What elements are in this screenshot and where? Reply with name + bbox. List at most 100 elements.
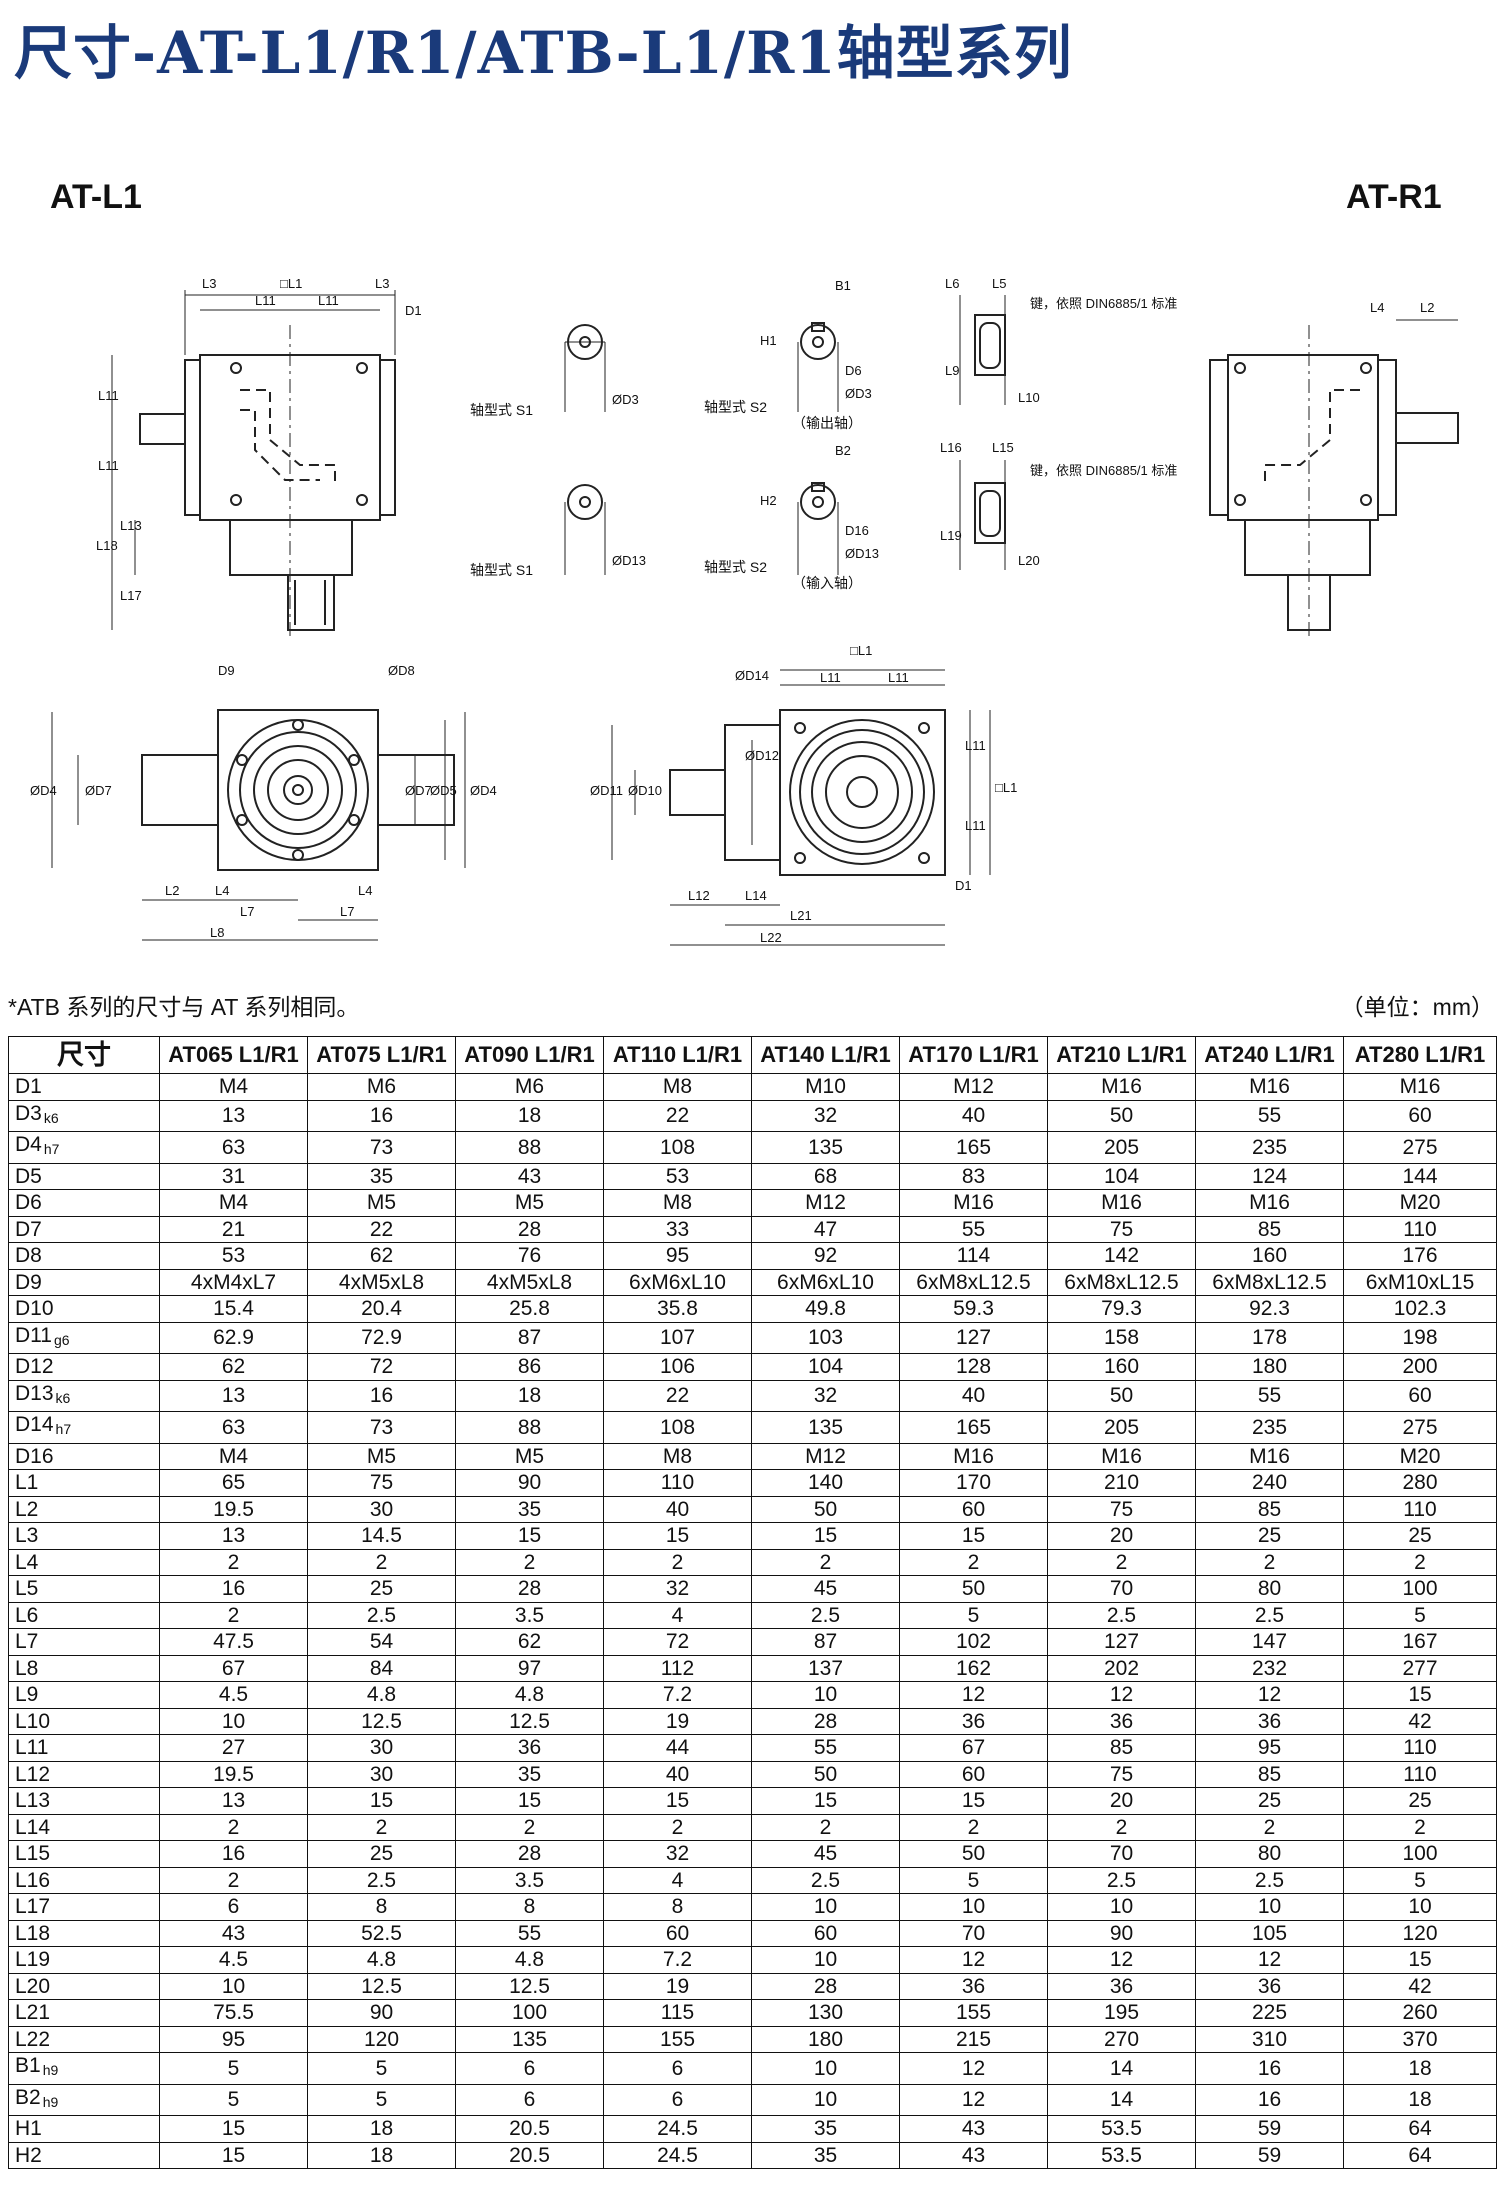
table-cell: 12: [1195, 1681, 1344, 1709]
table-cell: 12: [899, 1681, 1048, 1709]
key-note: 键，依照 DIN6885/1 标准: [1030, 296, 1177, 311]
table-cell: 108: [603, 1131, 752, 1164]
table-cell: 160: [1195, 1242, 1344, 1270]
table-cell: M16: [899, 1189, 1048, 1217]
table-cell: 15: [159, 2141, 308, 2169]
row-label: L20: [8, 1972, 160, 2000]
table-cell: 50: [899, 1840, 1048, 1868]
table-cell: 60: [899, 1760, 1048, 1788]
table-cell: 83: [899, 1162, 1048, 1190]
column-header-model: AT240 L1/R1: [1195, 1036, 1344, 1074]
table-cell: 4xM4xL7: [159, 1268, 308, 1296]
row-label-name: L17: [15, 1895, 51, 1918]
table-cell: 75.5: [159, 1999, 308, 2027]
table-cell: 107: [603, 1321, 752, 1354]
table-cell: 124: [1195, 1162, 1344, 1190]
table-cell: 232: [1195, 1654, 1344, 1682]
row-label-name: L3: [15, 1524, 39, 1547]
row-label-name: D4: [15, 1133, 42, 1156]
table-cell: 24.5: [603, 2115, 752, 2143]
table-cell: 2: [1047, 1813, 1196, 1841]
table-cell: 5: [1343, 1601, 1497, 1629]
table-cell: 100: [1343, 1575, 1497, 1603]
table-cell: 40: [603, 1760, 752, 1788]
row-label: L12: [8, 1760, 160, 1788]
table-cell: 68: [751, 1162, 900, 1190]
table-cell: 13: [159, 1379, 308, 1412]
dim-D10: ØD10: [628, 783, 662, 798]
table-cell: 10: [159, 1707, 308, 1735]
table-cell: 40: [899, 1099, 1048, 1132]
row-label: L22: [8, 2025, 160, 2053]
table-cell: 20.5: [455, 2141, 604, 2169]
table-cell: 310: [1195, 2025, 1344, 2053]
table-cell: 55: [455, 1919, 604, 1947]
table-cell: 53.5: [1047, 2141, 1196, 2169]
table-cell: 75: [1047, 1760, 1196, 1788]
row-label-name: L4: [15, 1550, 39, 1574]
at-r1-label: AT-R1: [1346, 178, 1442, 216]
dim-L16: L16: [940, 440, 962, 455]
shaft-type-s1-output: [564, 324, 606, 412]
table-cell: 6: [603, 2052, 752, 2085]
table-cell: 22: [603, 1379, 752, 1412]
dim-L17: L17: [120, 588, 142, 603]
row-label-name: L18: [15, 1921, 51, 1945]
table-cell: 120: [307, 2025, 456, 2053]
table-cell: 36: [1195, 1707, 1344, 1735]
table-cell: 72: [307, 1353, 456, 1381]
table-cell: 6xM6xL10: [751, 1268, 900, 1296]
table-cell: 25: [1343, 1522, 1497, 1550]
row-label: L8: [8, 1654, 160, 1682]
row-label-name: D11: [15, 1323, 52, 1347]
table-cell: 6: [455, 2083, 604, 2116]
row-label-tolerance: h7: [55, 1421, 72, 1437]
table-cell: 2: [603, 1548, 752, 1576]
table-cell: 12.5: [455, 1972, 604, 2000]
table-cell: M12: [751, 1442, 900, 1470]
dim-L4: L4: [1370, 300, 1384, 315]
table-cell: 16: [307, 1099, 456, 1132]
table-cell: M16: [1047, 1189, 1196, 1217]
table-cell: 12.5: [307, 1707, 456, 1735]
table-cell: 2: [1047, 1548, 1196, 1576]
table-cell: 15: [307, 1787, 456, 1815]
table-cell: 55: [1195, 1099, 1344, 1132]
dim-L6: L6: [945, 276, 959, 291]
table-cell: M8: [603, 1442, 752, 1470]
table-cell: 275: [1343, 1411, 1497, 1444]
page-title: 尺寸-AT-L1/R1/ATB-L1/R1轴型系列: [14, 19, 1073, 87]
table-cell: 62.9: [159, 1321, 308, 1354]
table-cell: 35: [455, 1760, 604, 1788]
table-cell: M16: [1195, 1189, 1344, 1217]
table-cell: 6xM8xL12.5: [899, 1268, 1048, 1296]
dim-D3: ØD3: [612, 392, 639, 407]
table-cell: 2.5: [307, 1866, 456, 1894]
table-cell: 50: [899, 1575, 1048, 1603]
table-cell: 28: [455, 1575, 604, 1603]
table-cell: 59: [1195, 2141, 1344, 2169]
row-label: L13: [8, 1787, 160, 1815]
row-label: D6: [8, 1189, 160, 1217]
row-label: L6: [8, 1601, 160, 1629]
table-cell: 36: [455, 1734, 604, 1762]
table-cell: 45: [751, 1575, 900, 1603]
table-cell: M8: [603, 1189, 752, 1217]
table-cell: 127: [899, 1321, 1048, 1354]
table-cell: 158: [1047, 1321, 1196, 1354]
table-cell: 80: [1195, 1840, 1344, 1868]
